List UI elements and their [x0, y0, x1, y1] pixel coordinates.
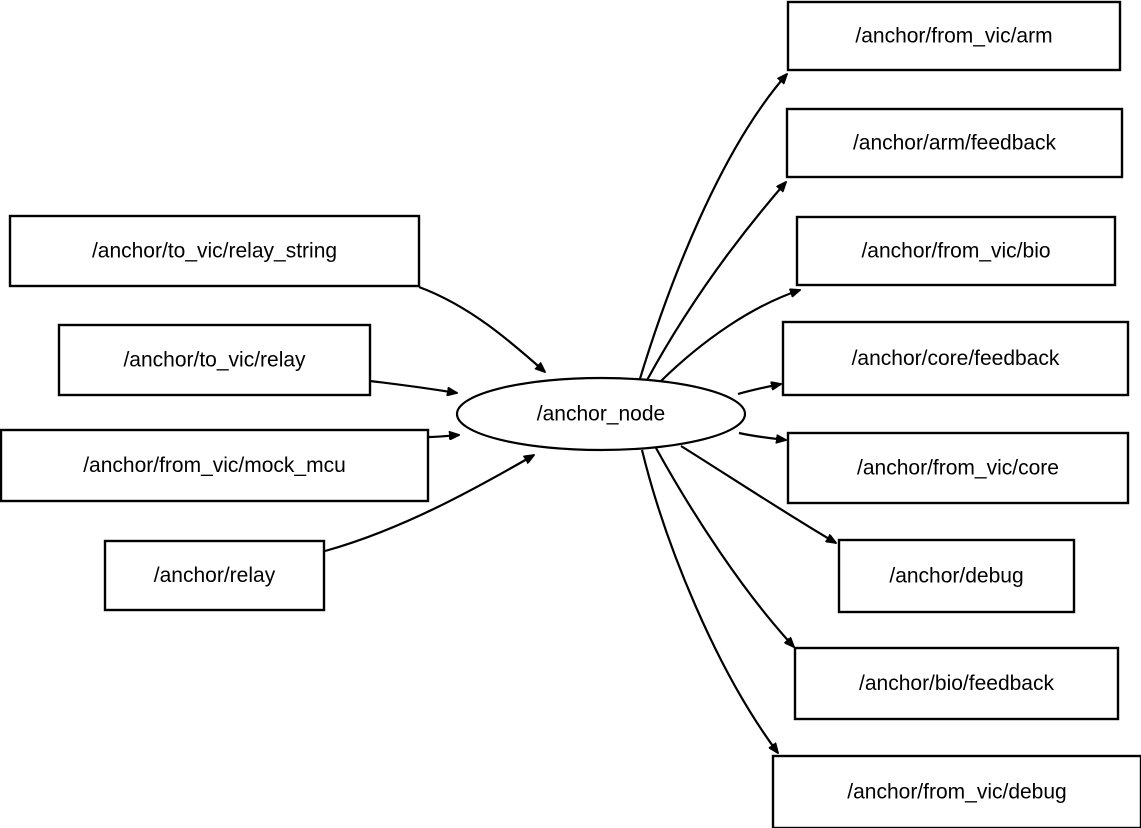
- node-input-anchor-to-vic-relay-string[interactable]: /anchor/to_vic/relay_string: [8, 214, 421, 288]
- node-box-shape[interactable]: [57, 323, 372, 397]
- node-center-anchor-node[interactable]: /anchor_node: [455, 376, 747, 452]
- node-box-shape[interactable]: [785, 107, 1124, 179]
- node-ellipse-shape[interactable]: [455, 376, 747, 452]
- node-output-anchor-from-vic-arm[interactable]: /anchor/from_vic/arm: [786, 0, 1122, 72]
- node-box-shape[interactable]: [0, 428, 430, 503]
- node-label: /anchor/debug: [889, 565, 1023, 588]
- node-label: /anchor/to_vic/relay_string: [92, 240, 337, 263]
- node-input-anchor-to-vic-relay[interactable]: /anchor/to_vic/relay: [57, 323, 372, 397]
- node-label: /anchor/arm/feedback: [853, 132, 1057, 155]
- node-input-anchor-from-vic-mock-mcu[interactable]: /anchor/from_vic/mock_mcu: [0, 428, 430, 503]
- edge-out-anchor-from-vic-bio: [660, 290, 800, 382]
- edge-in-anchor-relay: [324, 455, 534, 553]
- edge-in-anchor-from-vic-mock-mcu: [428, 435, 459, 437]
- node-box-shape[interactable]: [781, 320, 1130, 397]
- node-output-anchor-arm-feedback[interactable]: /anchor/arm/feedback: [785, 107, 1124, 179]
- node-output-anchor-from-vic-debug[interactable]: /anchor/from_vic/debug: [771, 754, 1141, 828]
- edge-out-anchor-from-vic-debug: [640, 449, 778, 753]
- node-label: /anchor/from_vic/debug: [847, 781, 1066, 804]
- node-box-shape[interactable]: [786, 0, 1122, 72]
- node-center-label: /anchor_node: [537, 403, 665, 426]
- node-label: /anchor/from_vic/bio: [861, 240, 1050, 263]
- edge-out-anchor-arm-feedback: [645, 182, 786, 383]
- node-box-shape[interactable]: [795, 215, 1117, 287]
- node-output-anchor-from-vic-bio[interactable]: /anchor/from_vic/bio: [795, 215, 1117, 287]
- node-label: /anchor/core/feedback: [852, 347, 1060, 370]
- edge-out-anchor-from-vic-arm: [637, 74, 787, 383]
- node-output-anchor-core-feedback[interactable]: /anchor/core/feedback: [781, 320, 1130, 397]
- node-label: /anchor/from_vic/arm: [855, 25, 1052, 48]
- edge-out-anchor-debug: [680, 445, 836, 543]
- node-output-anchor-bio-feedback[interactable]: /anchor/bio/feedback: [793, 646, 1120, 721]
- edge-out-anchor-core-feedback: [737, 384, 781, 396]
- edge-in-anchor-to-vic-relay-string: [418, 285, 545, 372]
- node-box-shape[interactable]: [786, 431, 1130, 505]
- node-box-shape[interactable]: [837, 538, 1076, 614]
- node-label: /anchor/from_vic/core: [857, 457, 1059, 480]
- node-input-anchor-relay[interactable]: /anchor/relay: [103, 539, 326, 612]
- node-box-shape[interactable]: [793, 646, 1120, 721]
- node-output-anchor-from-vic-core[interactable]: /anchor/from_vic/core: [786, 431, 1130, 505]
- node-label: /anchor/from_vic/mock_mcu: [83, 454, 346, 477]
- node-output-anchor-debug[interactable]: /anchor/debug: [837, 538, 1076, 614]
- node-label: /anchor/to_vic/relay: [123, 349, 306, 372]
- node-box-shape[interactable]: [8, 214, 421, 288]
- node-box-shape[interactable]: [103, 539, 326, 612]
- node-box-shape[interactable]: [771, 754, 1141, 828]
- edge-out-anchor-from-vic-core: [738, 431, 786, 440]
- edge-out-anchor-bio-feedback: [655, 447, 794, 647]
- node-label: /anchor/relay: [154, 564, 276, 587]
- node-label: /anchor/bio/feedback: [859, 672, 1054, 695]
- edges-layer: [324, 74, 836, 753]
- edge-in-anchor-to-vic-relay: [369, 379, 457, 393]
